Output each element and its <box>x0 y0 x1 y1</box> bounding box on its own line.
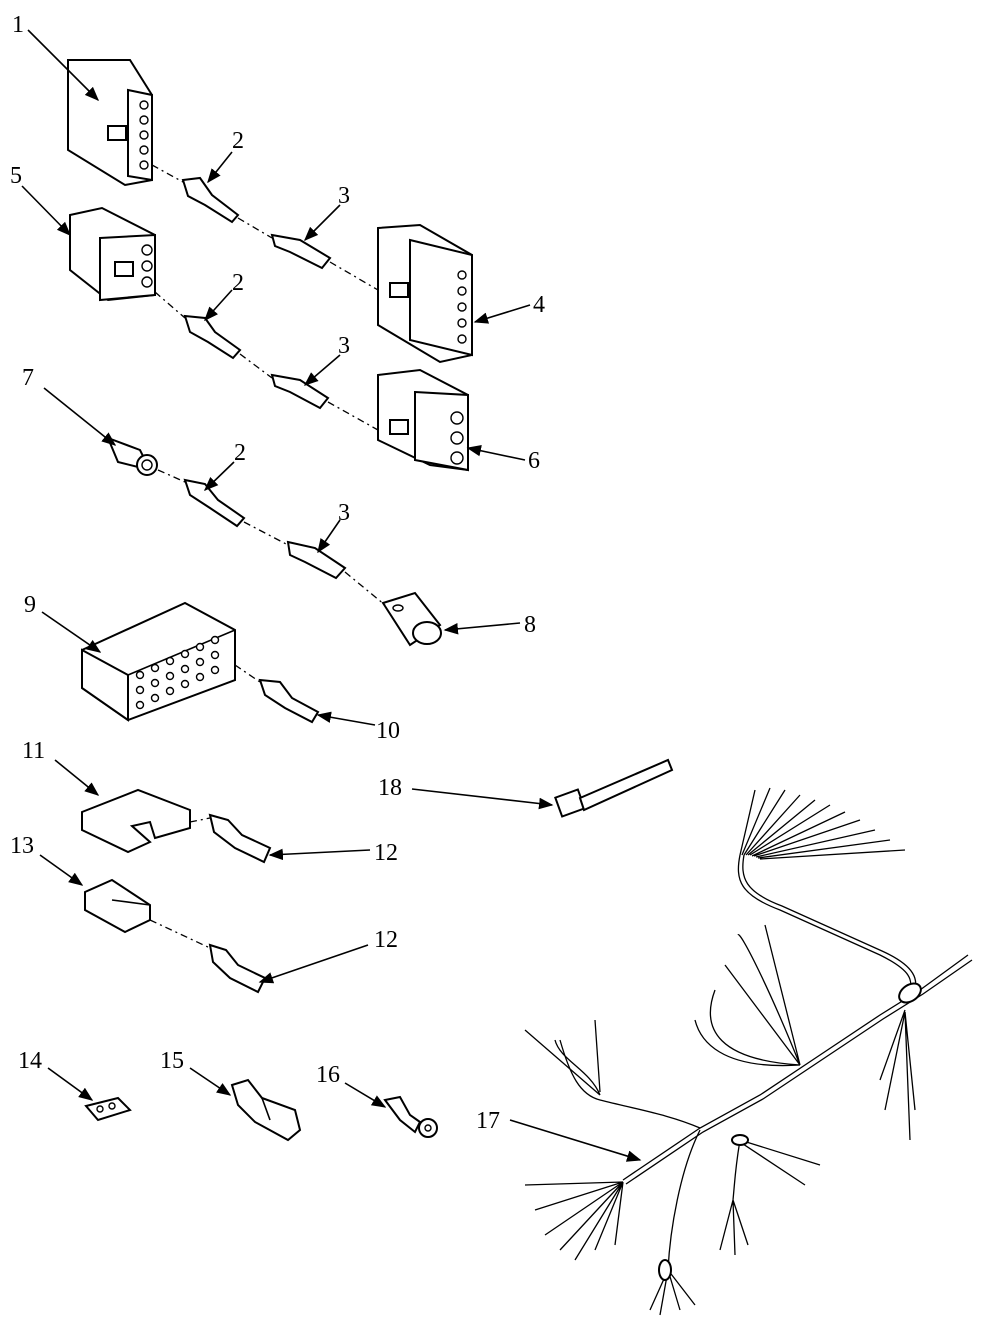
part-9-multi-pin-connector <box>81 601 236 722</box>
part-6-connector-housing <box>377 368 469 472</box>
callout-16: 16 <box>316 1062 340 1088</box>
callout-1: 1 <box>12 12 24 38</box>
callout-12: 12 <box>374 840 398 866</box>
part-9-pin-holes <box>135 635 220 710</box>
callout-7: 7 <box>22 365 34 391</box>
part-17-wiring-harness <box>524 787 973 1316</box>
callout-5: 5 <box>10 163 22 189</box>
part-12-terminal-b <box>208 943 267 994</box>
callout-2: 2 <box>232 270 244 296</box>
callout-11: 11 <box>22 738 45 764</box>
part-18-cable-tie <box>554 758 674 818</box>
part-3-terminal-c <box>286 540 347 580</box>
callout-8: 8 <box>524 612 536 638</box>
callout-10: 10 <box>376 718 400 744</box>
part-4-connector-housing <box>377 223 473 364</box>
part-2-terminal-b <box>183 314 242 360</box>
callout-17: 17 <box>476 1108 500 1134</box>
connection-lines <box>149 164 386 949</box>
terminals <box>181 176 347 994</box>
leader-lines <box>21 29 642 1162</box>
part-1-connector-housing <box>67 59 153 187</box>
callout-labels: 1 2 3 4 5 2 3 6 7 2 3 8 9 10 11 12 13 12… <box>10 12 545 1134</box>
part-2-terminal-c <box>183 478 246 528</box>
callout-14: 14 <box>18 1048 42 1074</box>
callout-13: 13 <box>10 833 34 859</box>
part-16-ring-terminal <box>383 1095 438 1138</box>
part-2-terminal-a <box>181 176 240 224</box>
part-7-bullet-connector <box>106 436 158 476</box>
callout-9: 9 <box>24 592 36 618</box>
callout-4: 4 <box>533 292 545 318</box>
part-14-clip <box>84 1096 132 1122</box>
callout-6: 6 <box>528 448 540 474</box>
callout-2: 2 <box>232 128 244 154</box>
part-8-insulating-sleeve <box>381 591 442 647</box>
callout-2: 2 <box>234 440 246 466</box>
part-13-small-housing <box>84 878 151 934</box>
part-11-u-housing <box>81 788 191 854</box>
part-12-terminal-a <box>208 813 272 864</box>
callout-3: 3 <box>338 500 350 526</box>
part-10-terminal <box>258 678 320 724</box>
part-3-terminal-b <box>270 373 330 410</box>
callout-12: 12 <box>374 927 398 953</box>
part-5-connector-housing <box>69 206 156 302</box>
callout-3: 3 <box>338 333 350 359</box>
callout-3: 3 <box>338 183 350 209</box>
part-3-terminal-a <box>270 233 332 270</box>
callout-18: 18 <box>378 775 402 801</box>
callout-15: 15 <box>160 1048 184 1074</box>
part-15-quick-connect-terminal <box>230 1078 302 1142</box>
